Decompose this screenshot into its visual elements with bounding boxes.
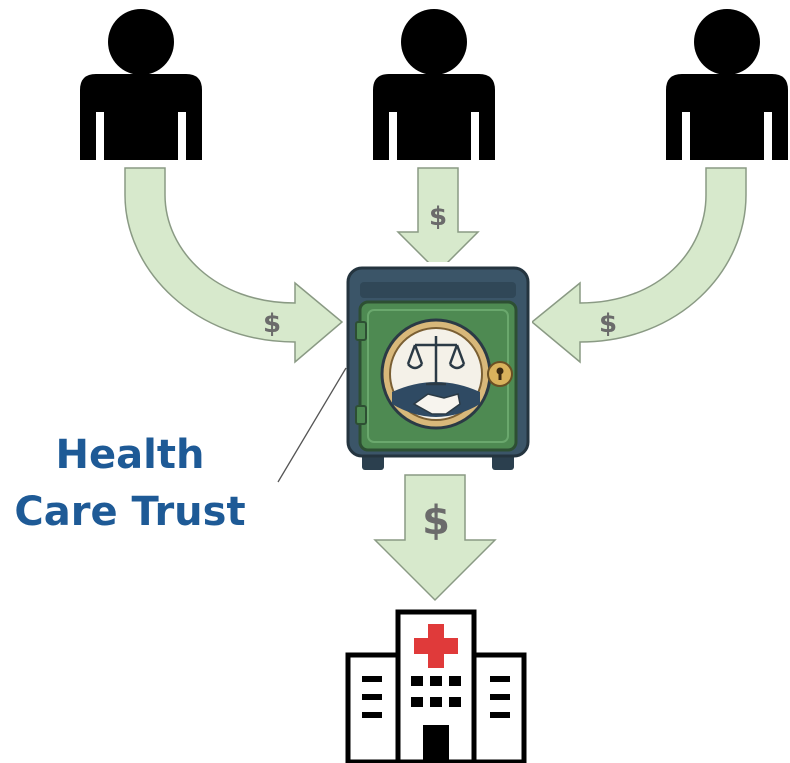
safe-icon	[343, 262, 532, 474]
dollar-right: $	[599, 309, 617, 339]
label-line2: Care Trust	[14, 489, 245, 535]
dollar-left: $	[263, 309, 281, 339]
arrow-out: $	[373, 474, 497, 602]
person-right	[666, 9, 788, 160]
hospital-icon	[345, 609, 527, 763]
arrow-center: $	[396, 167, 480, 274]
dollar-center: $	[429, 202, 447, 232]
label-line1: Health	[56, 432, 205, 478]
person-left	[80, 9, 202, 160]
person-center	[373, 9, 495, 160]
arrow-right: $	[530, 167, 747, 364]
keyhole-icon	[487, 361, 513, 387]
health-care-trust-label: Health Care Trust	[14, 367, 347, 535]
label-leader-line	[277, 367, 347, 483]
dollar-out: $	[422, 498, 450, 544]
scales-of-justice-icon	[406, 336, 466, 386]
arrow-left: $	[124, 167, 344, 364]
handshake-icon	[412, 393, 461, 415]
